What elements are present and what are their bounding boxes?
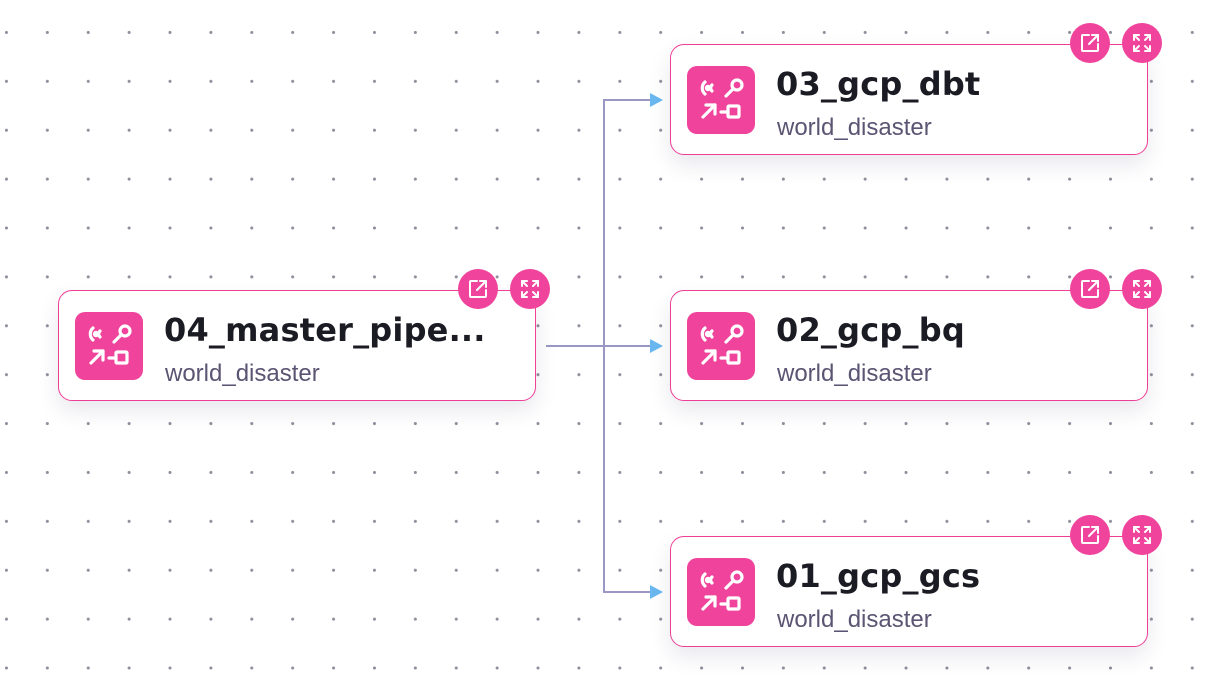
expand-icon bbox=[521, 280, 539, 298]
expand-icon bbox=[1133, 280, 1151, 298]
node-title: 04_master_pipe... bbox=[164, 311, 486, 349]
node-namespace: world_disaster bbox=[165, 360, 320, 387]
open-external-button[interactable] bbox=[1070, 23, 1110, 63]
flow-icon bbox=[687, 312, 755, 380]
flow-icon bbox=[687, 66, 755, 134]
node-title: 02_gcp_bq bbox=[776, 311, 965, 349]
expand-button[interactable] bbox=[1122, 515, 1162, 555]
expand-button[interactable] bbox=[510, 269, 550, 309]
node-namespace: world_disaster bbox=[777, 360, 932, 387]
external-link-icon bbox=[1081, 280, 1099, 298]
node-namespace: world_disaster bbox=[777, 114, 932, 141]
flow-node-dbt[interactable]: 03_gcp_dbt world_disaster bbox=[670, 23, 1162, 155]
flow-node-gcs[interactable]: 01_gcp_gcs world_disaster bbox=[670, 515, 1162, 647]
expand-icon bbox=[1133, 526, 1151, 544]
external-link-icon bbox=[1081, 526, 1099, 544]
flow-icon bbox=[687, 558, 755, 626]
edge-master-to-gcs bbox=[546, 345, 652, 593]
arrow-to-dbt bbox=[650, 93, 663, 107]
expand-button[interactable] bbox=[1122, 269, 1162, 309]
flow-node-master[interactable]: 04_master_pipe... world_disaster bbox=[58, 269, 550, 401]
open-external-button[interactable] bbox=[1070, 515, 1110, 555]
external-link-icon bbox=[469, 280, 487, 298]
flow-icon bbox=[75, 312, 143, 380]
node-title: 01_gcp_gcs bbox=[776, 557, 981, 595]
arrow-to-gcs bbox=[650, 585, 663, 599]
open-external-button[interactable] bbox=[458, 269, 498, 309]
node-title: 03_gcp_dbt bbox=[776, 65, 981, 103]
expand-icon bbox=[1133, 34, 1151, 52]
flow-node-bq[interactable]: 02_gcp_bq world_disaster bbox=[670, 269, 1162, 401]
open-external-button[interactable] bbox=[1070, 269, 1110, 309]
node-namespace: world_disaster bbox=[777, 606, 932, 633]
edge-master-to-dbt bbox=[546, 99, 652, 347]
arrow-to-bq bbox=[650, 339, 663, 353]
external-link-icon bbox=[1081, 34, 1099, 52]
expand-button[interactable] bbox=[1122, 23, 1162, 63]
